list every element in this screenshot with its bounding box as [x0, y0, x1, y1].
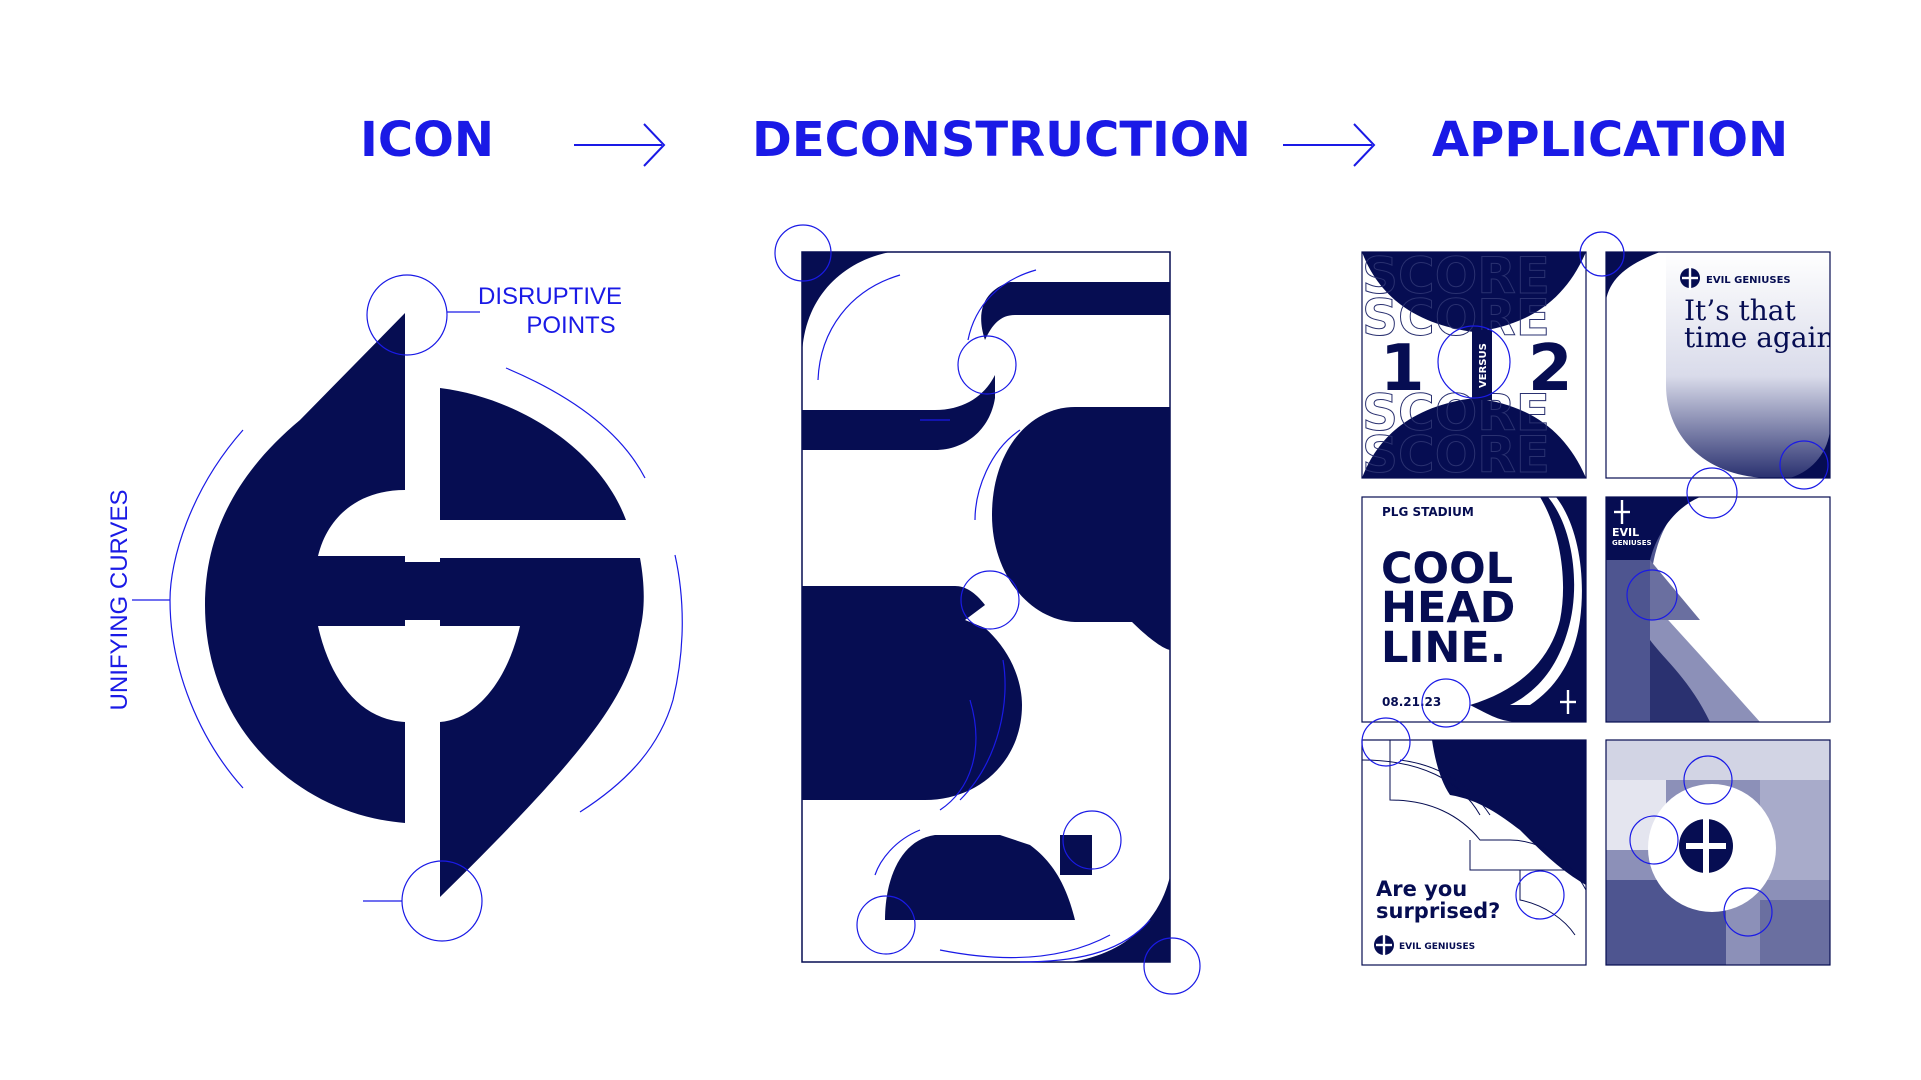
question-line2: surprised? [1376, 899, 1500, 923]
circle-marker-icon [1683, 755, 1733, 805]
deconstruction-guides [774, 224, 1201, 995]
circle-marker-icon [1515, 870, 1565, 920]
card-tagline: EVIL GENIUSES It’s that time again. [1606, 252, 1843, 478]
circle-marker-icon [366, 274, 448, 356]
deconstruction-shapes [802, 252, 1170, 962]
header-application: APPLICATION [1432, 112, 1789, 168]
tagline-line2: time again. [1684, 321, 1843, 354]
score-word-4: SCORE [1362, 426, 1550, 484]
application-guides [1361, 231, 1829, 937]
arrow-right-icon [574, 123, 666, 167]
circle-marker-icon [774, 224, 832, 282]
circle-marker-icon [960, 570, 1020, 630]
circle-marker-icon [1723, 887, 1773, 937]
circle-marker-icon [856, 895, 916, 955]
headline-line2: HEAD [1381, 583, 1515, 633]
card-brand-panel: EVIL GENIUSES [1606, 497, 1830, 722]
eg-logo-icon [1679, 815, 1733, 877]
headline-line3: LINE. [1381, 623, 1506, 673]
label-disruptive-line2: POINTS [526, 312, 616, 339]
venue: PLG STADIUM [1382, 505, 1474, 519]
tagline-line1: It’s that [1684, 294, 1796, 327]
circle-marker-icon [1143, 937, 1201, 995]
circle-marker-icon [1421, 678, 1471, 728]
label-disruptive-line1: DISRUPTIVE [478, 283, 623, 310]
circle-marker-icon [1626, 569, 1678, 621]
score-left: 1 [1380, 332, 1425, 406]
brand-name-footer: EVIL GENIUSES [1399, 942, 1475, 952]
circle-marker-icon [957, 335, 1017, 395]
date: 08.21.23 [1382, 695, 1441, 709]
card-logo-badge [1606, 740, 1830, 965]
circle-marker-icon [1686, 467, 1738, 519]
circle-marker-icon [1437, 325, 1511, 399]
versus-label: VERSUS [1478, 343, 1489, 388]
eg-logo-icon [205, 313, 644, 897]
icon-guides [132, 274, 683, 942]
brand-line2: GENIUSES [1612, 539, 1652, 547]
card-score: SCORE SCORE SCORE SCORE 1 2 VERSUS [1362, 247, 1586, 484]
circle-marker-icon [1629, 815, 1679, 865]
circle-marker-icon [1579, 231, 1625, 277]
score-word-1: SCORE [1362, 247, 1550, 305]
arrow-right-icon [1283, 123, 1376, 167]
header-icon: ICON [360, 112, 495, 168]
card-question: Are you surprised? EVIL GENIUSES [1362, 740, 1586, 965]
circle-marker-icon [1361, 717, 1411, 767]
score-right: 2 [1528, 332, 1573, 406]
circle-marker-icon [1779, 440, 1829, 490]
circle-marker-icon [1062, 810, 1122, 870]
brand-name: EVIL GENIUSES [1706, 275, 1791, 286]
label-disruptive-points: DISRUPTIVE POINTS [478, 282, 622, 340]
card-headline: PLG STADIUM COOL HEAD LINE. 08.21.23 [1362, 497, 1586, 722]
header-deconstruction: DECONSTRUCTION [752, 112, 1251, 168]
question-line1: Are you [1376, 877, 1467, 901]
score-word-2: SCORE [1362, 289, 1550, 347]
brand-line1: EVIL [1612, 526, 1639, 539]
headline-line1: COOL [1381, 544, 1513, 594]
